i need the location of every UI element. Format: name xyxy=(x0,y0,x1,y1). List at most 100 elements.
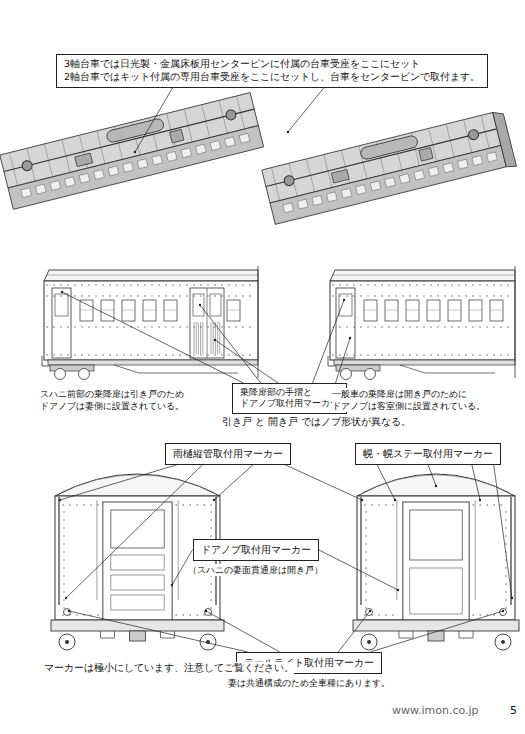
rivet xyxy=(479,504,480,505)
side-window xyxy=(181,148,192,158)
rivet xyxy=(62,614,63,615)
rivet xyxy=(430,284,431,285)
rivet xyxy=(130,284,131,285)
rivet xyxy=(186,284,187,285)
rivet xyxy=(175,614,176,615)
truck-seat xyxy=(467,129,479,141)
rivet xyxy=(210,519,211,520)
rivet xyxy=(228,354,229,355)
rivet xyxy=(367,326,368,327)
leader-tip xyxy=(479,499,481,501)
leader-line xyxy=(200,305,261,383)
leader-tip xyxy=(213,499,215,501)
rivet xyxy=(395,326,396,327)
rivet xyxy=(109,295,110,296)
rivet xyxy=(444,326,445,327)
rivet xyxy=(228,284,229,285)
step xyxy=(42,356,50,366)
rivet xyxy=(346,295,347,296)
equipment-box xyxy=(419,148,433,162)
window-bar xyxy=(427,310,440,311)
leader-tip xyxy=(61,291,63,293)
rivet xyxy=(339,295,340,296)
wheel xyxy=(59,634,75,650)
leader-line xyxy=(285,465,362,501)
callout-box: 雨樋縦管取付用マーカー xyxy=(165,443,291,465)
rivet xyxy=(63,527,64,528)
rivet xyxy=(392,504,393,505)
rivet xyxy=(207,354,208,355)
rivet xyxy=(505,607,506,608)
rivet xyxy=(486,354,487,355)
rivet xyxy=(97,504,98,505)
rivet xyxy=(123,284,124,285)
door-bar xyxy=(215,322,216,354)
window xyxy=(101,300,114,321)
rivet xyxy=(116,354,117,355)
rivet xyxy=(395,284,396,285)
leader-tip xyxy=(343,299,345,301)
rivet xyxy=(151,284,152,285)
rivet xyxy=(500,504,501,505)
side-window xyxy=(50,181,61,191)
equipment-box xyxy=(170,129,184,143)
rivet xyxy=(451,326,452,327)
rivet xyxy=(339,326,340,327)
rivet xyxy=(88,295,89,296)
side-window xyxy=(458,159,469,169)
rivet xyxy=(472,326,473,327)
rivet xyxy=(371,504,372,505)
rivet xyxy=(416,326,417,327)
callout-text: 幌・幌ステー取付用マーカー xyxy=(363,447,493,461)
window xyxy=(469,300,482,321)
rivet xyxy=(203,504,204,505)
leader-line xyxy=(319,550,399,590)
side-window xyxy=(356,185,367,195)
rivet xyxy=(367,354,368,355)
rivet xyxy=(339,354,340,355)
leader-line xyxy=(60,465,178,501)
rivet xyxy=(364,504,365,505)
door-bar xyxy=(196,322,197,354)
rivet xyxy=(472,614,473,615)
warning-note: マーカーは極小にしています、注意してご覧ください。 xyxy=(44,662,294,675)
truss-rod xyxy=(400,365,495,373)
car-end xyxy=(493,110,517,169)
leader-tip xyxy=(394,499,396,501)
leader-tip xyxy=(435,485,437,487)
rivet xyxy=(179,295,180,296)
leader-line xyxy=(494,465,512,599)
rivet xyxy=(95,284,96,285)
rivet xyxy=(53,295,54,296)
rivet xyxy=(60,295,61,296)
side-window xyxy=(428,166,439,176)
step xyxy=(328,356,336,366)
rivet xyxy=(74,354,75,355)
door-window xyxy=(410,510,462,560)
side-window xyxy=(472,156,483,166)
door-split xyxy=(207,288,208,358)
rivet xyxy=(193,284,194,285)
door-panel xyxy=(111,555,164,570)
rivet xyxy=(67,326,68,327)
side-window xyxy=(35,184,46,194)
rivet xyxy=(193,354,194,355)
rivet xyxy=(444,354,445,355)
rivet xyxy=(63,535,64,536)
window xyxy=(80,300,93,321)
rivet xyxy=(505,583,506,584)
leader-tip xyxy=(214,339,216,341)
rivet xyxy=(210,599,211,600)
rivet xyxy=(395,354,396,355)
rivet xyxy=(505,567,506,568)
step xyxy=(399,631,413,638)
watermark: www.imon.co.jp xyxy=(392,704,479,719)
door-bar xyxy=(213,322,214,354)
rivet xyxy=(130,354,131,355)
gutter-pipe xyxy=(58,497,59,605)
roof-line xyxy=(47,275,258,276)
window-bar xyxy=(164,310,177,311)
rivet xyxy=(365,511,366,512)
rivet xyxy=(507,326,508,327)
leader-line xyxy=(288,88,324,132)
